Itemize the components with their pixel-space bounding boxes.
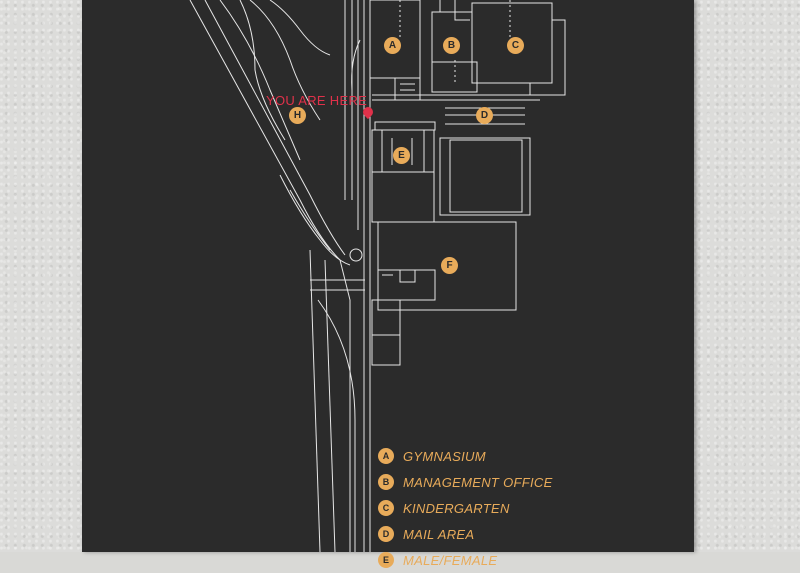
dotted-line xyxy=(399,0,511,85)
legend-label: MALE/FEMALE xyxy=(403,552,498,568)
legend-label: GYMNASIUM xyxy=(403,448,486,464)
marker-f: F xyxy=(441,257,458,274)
marker-e: E xyxy=(393,147,410,164)
legend-item: A GYMNASIUM xyxy=(378,443,553,469)
legend: A GYMNASIUM B MANAGEMENT OFFICE C KINDER… xyxy=(378,443,553,573)
counter xyxy=(374,121,436,131)
restroom-walls xyxy=(381,130,425,172)
room-large xyxy=(449,139,523,213)
path-line xyxy=(279,174,351,266)
floor-plan-map xyxy=(189,0,566,552)
you-are-here-label: YOU ARE HERE xyxy=(266,93,368,108)
walkway-line xyxy=(351,39,361,110)
legend-marker: C xyxy=(378,500,394,516)
path-line xyxy=(269,0,331,56)
wall-line xyxy=(439,0,470,21)
room-mid xyxy=(371,171,435,223)
circle-feature xyxy=(349,248,363,262)
room-outline xyxy=(439,137,531,216)
path-line xyxy=(309,249,321,552)
path-line xyxy=(249,0,321,121)
stair xyxy=(380,269,395,276)
marker-c: C xyxy=(507,37,524,54)
legend-marker: E xyxy=(378,552,394,568)
marker-d: D xyxy=(476,107,493,124)
legend-marker: D xyxy=(378,526,394,542)
marker-b: B xyxy=(443,37,460,54)
elevator xyxy=(399,269,416,283)
path-line xyxy=(289,189,331,251)
legend-item: D MAIL AREA xyxy=(378,521,553,547)
mail-corridor xyxy=(372,94,540,125)
legend-item: B MANAGEMENT OFFICE xyxy=(378,469,553,495)
path-line xyxy=(219,0,301,161)
stair xyxy=(394,78,421,101)
room-f xyxy=(377,221,517,311)
legend-label: KINDERGARTEN xyxy=(403,500,510,516)
legend-marker: A xyxy=(378,448,394,464)
walkway-line xyxy=(344,0,371,552)
lower-rooms xyxy=(371,299,401,366)
legend-item: E MALE/FEMALE xyxy=(378,547,553,573)
path-line xyxy=(239,0,286,141)
path-line xyxy=(310,279,365,291)
marker-h: H xyxy=(289,107,306,124)
legend-label: MAIL AREA xyxy=(403,526,475,542)
path-line xyxy=(324,259,336,552)
legend-marker: B xyxy=(378,474,394,490)
legend-item: C KINDERGARTEN xyxy=(378,495,553,521)
room-c xyxy=(471,2,553,84)
wall-line xyxy=(529,19,566,96)
legend-label: MANAGEMENT OFFICE xyxy=(403,474,553,490)
path-line xyxy=(204,0,346,256)
marker-a: A xyxy=(384,37,401,54)
path-line xyxy=(317,299,356,552)
